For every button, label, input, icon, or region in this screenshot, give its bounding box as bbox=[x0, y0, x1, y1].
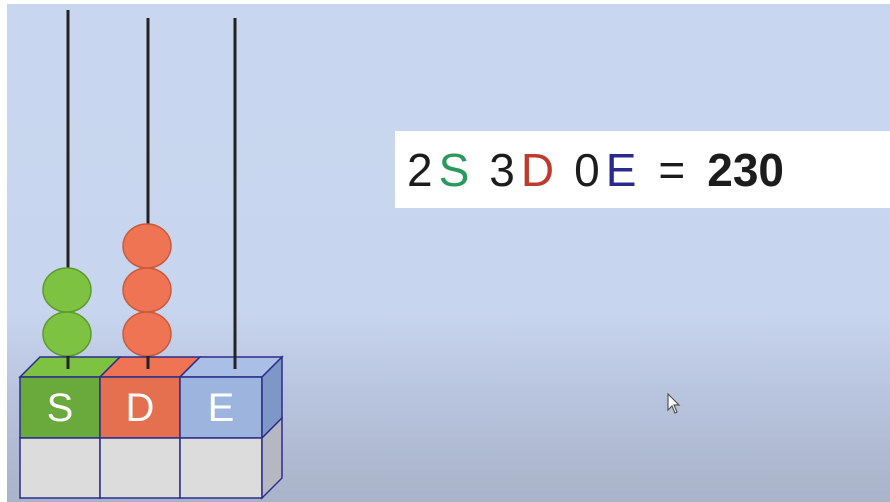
cube-label-s: S bbox=[46, 386, 74, 430]
cube-s-front bbox=[19, 376, 101, 439]
cube-d-front bbox=[99, 376, 181, 439]
bead-d-3 bbox=[122, 311, 172, 357]
cube-label-d: D bbox=[125, 386, 155, 430]
equation-s-count: 2 bbox=[407, 143, 433, 196]
equation-e-count: 0 bbox=[574, 143, 600, 196]
mouse-pointer-icon bbox=[666, 392, 682, 415]
video-frame-top-border bbox=[0, 0, 890, 4]
base-e bbox=[179, 437, 263, 499]
abacus: S D E bbox=[0, 0, 300, 502]
equation-equals-sign: = bbox=[658, 143, 686, 196]
equation-box: 2 S 3 D 0 E = 230 bbox=[395, 131, 890, 208]
abacus-drawing bbox=[18, 10, 284, 500]
equation-e-letter: E bbox=[605, 143, 637, 196]
cube-label-e: E bbox=[207, 386, 235, 430]
base-side bbox=[261, 416, 283, 500]
equation-d-letter: D bbox=[520, 143, 555, 196]
equation-s-letter: S bbox=[438, 143, 470, 196]
equation-d-count: 3 bbox=[489, 143, 515, 196]
beads-d bbox=[122, 223, 172, 357]
base-s bbox=[19, 437, 101, 499]
cube-e-front bbox=[179, 376, 263, 439]
beads-s bbox=[42, 267, 92, 357]
base-d bbox=[99, 437, 181, 499]
video-frame-left-border bbox=[0, 0, 7, 502]
bead-s-2 bbox=[42, 311, 92, 357]
bead-d-1 bbox=[122, 223, 172, 269]
bead-s-1 bbox=[42, 267, 92, 313]
equation-result: 230 bbox=[707, 143, 785, 196]
bead-d-2 bbox=[122, 267, 172, 313]
